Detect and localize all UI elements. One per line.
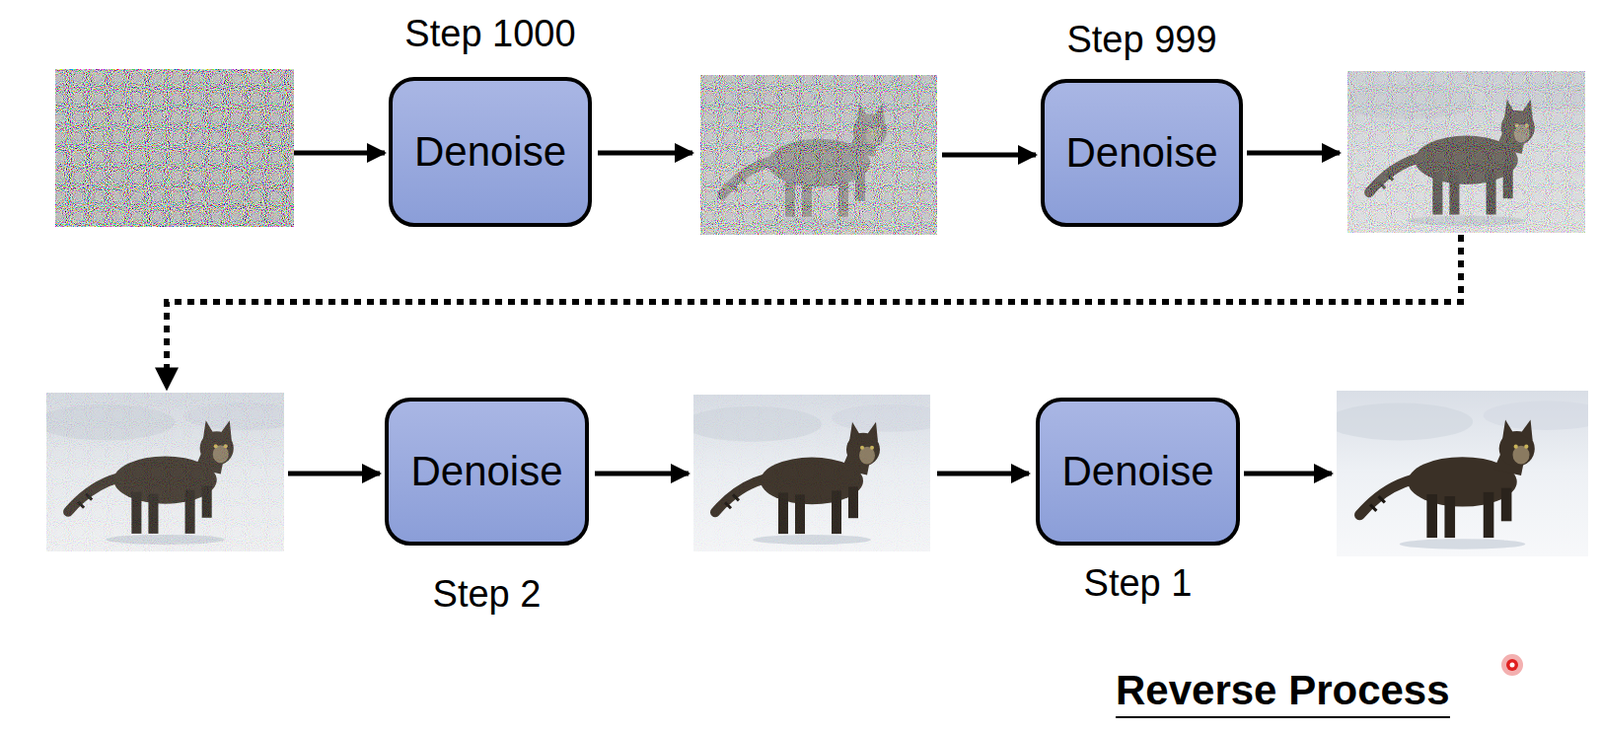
denoise-box: Step 1000Denoise — [388, 76, 592, 227]
step-label: Step 1 — [980, 562, 1296, 605]
noise-image — [55, 69, 294, 227]
step-label: Step 999 — [985, 18, 1299, 62]
box-label: Denoise — [1044, 129, 1239, 177]
step-label: Step 2 — [329, 573, 645, 616]
noisy-cat-image — [690, 74, 957, 235]
clean-cat-image — [1325, 390, 1600, 557]
box-label: Denoise — [388, 447, 585, 496]
box-label: Denoise — [392, 128, 588, 176]
cat-image — [36, 392, 304, 552]
noisy-cat-image — [1337, 71, 1600, 233]
step-label: Step 1000 — [333, 12, 648, 56]
denoise-box: DenoiseStep 2 — [384, 397, 589, 546]
box-label: Denoise — [1039, 447, 1237, 496]
section-title: Reverse Process — [1115, 666, 1451, 719]
denoise-box: Step 999Denoise — [1040, 78, 1243, 227]
denoise-box: DenoiseStep 1 — [1035, 397, 1240, 546]
dotted-connector — [166, 234, 1461, 389]
cursor-dot — [1501, 654, 1524, 676]
cat-image — [683, 394, 950, 552]
